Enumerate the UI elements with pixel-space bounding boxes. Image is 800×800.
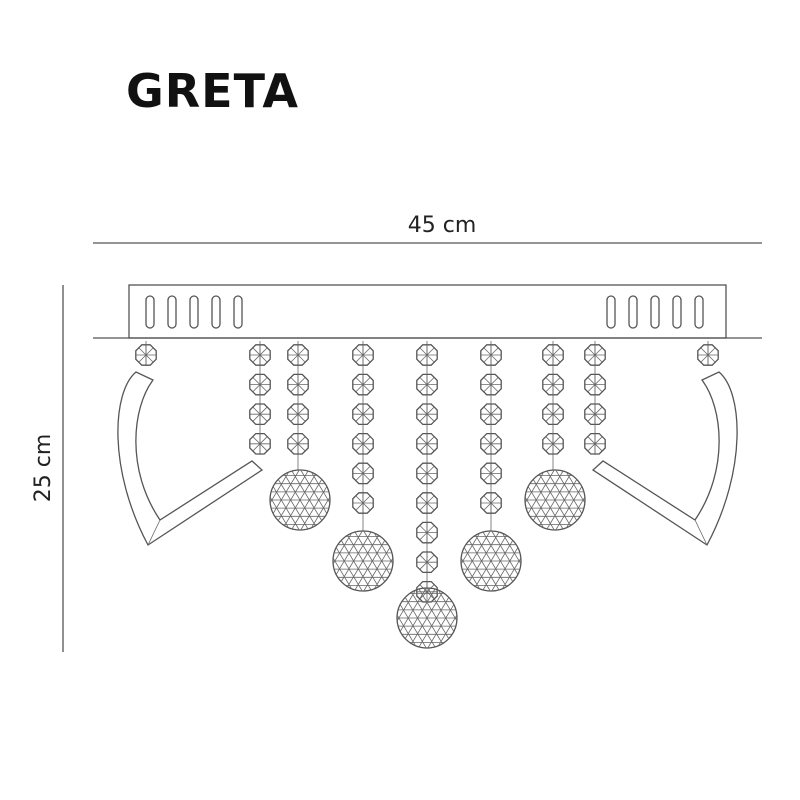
crystal-bead	[416, 373, 438, 396]
crystal-bead	[135, 344, 157, 366]
crystal-bead	[249, 432, 271, 455]
crystal-strand	[269, 341, 331, 531]
crystal-ball	[269, 469, 331, 531]
crystal-bead	[416, 492, 438, 514]
crystal-bead	[542, 403, 564, 426]
crystal-ball	[524, 469, 586, 531]
canopy-slot	[606, 295, 616, 329]
canopy-slot	[211, 295, 221, 329]
crystal-bead	[480, 344, 502, 366]
height-label: 25 cm	[31, 434, 56, 503]
canopy	[93, 284, 762, 339]
crystal-bead	[480, 403, 502, 426]
crystal-bead	[287, 373, 309, 396]
crystal-strand	[135, 341, 157, 366]
crystal-bead	[416, 462, 438, 485]
crystal-bead	[480, 432, 502, 455]
crystal-strand	[524, 341, 586, 531]
canopy-slot	[189, 295, 199, 329]
crystal-bead	[480, 373, 502, 396]
crystal-bead	[352, 403, 374, 426]
crystal-bead	[697, 344, 719, 366]
crystal-bead	[287, 432, 309, 455]
crystal-bead	[416, 344, 438, 366]
canopy-slot	[650, 295, 660, 329]
crystal-bead	[416, 521, 438, 544]
crystal-bead	[416, 432, 438, 455]
crystal-bead	[584, 432, 606, 455]
crystal-bead	[352, 462, 374, 485]
height-dimension: 25 cm	[31, 285, 64, 652]
crystal-bead	[584, 403, 606, 426]
crystal-strand	[584, 341, 606, 455]
canopy-slot	[672, 295, 682, 329]
canopy-slot	[233, 295, 243, 329]
canopy-slot	[694, 295, 704, 329]
right-arm	[591, 371, 738, 546]
width-dimension: 45 cm	[93, 213, 762, 244]
canopy-slots	[145, 295, 704, 329]
crystal-bead	[352, 492, 374, 514]
canopy-slot	[145, 295, 155, 329]
crystal-bead	[584, 344, 606, 366]
canopy-slot	[628, 295, 638, 329]
crystal-bead	[416, 551, 438, 574]
crystal-bead	[542, 344, 564, 366]
canopy-slot	[167, 295, 177, 329]
crystal-strand	[332, 341, 394, 592]
crystal-bead	[352, 344, 374, 366]
crystal-strand	[396, 341, 458, 649]
width-label: 45 cm	[408, 213, 477, 238]
crystal-strands	[135, 341, 719, 649]
crystal-bead	[416, 403, 438, 426]
crystal-bead	[584, 373, 606, 396]
crystal-bead	[542, 432, 564, 455]
crystal-ball	[332, 530, 394, 592]
crystal-strand	[249, 341, 271, 455]
product-title: GRETA	[126, 64, 300, 118]
crystal-bead	[480, 462, 502, 485]
crystal-bead	[249, 403, 271, 426]
crystal-strand	[460, 341, 522, 592]
crystal-bead	[352, 432, 374, 455]
crystal-bead	[249, 344, 271, 366]
crystal-bead	[249, 373, 271, 396]
crystal-bead	[542, 373, 564, 396]
crystal-bead	[287, 403, 309, 426]
crystal-bead	[480, 492, 502, 514]
crystal-bead	[352, 373, 374, 396]
crystal-bead	[287, 344, 309, 366]
crystal-strand	[697, 341, 719, 366]
crystal-ball	[460, 530, 522, 592]
left-arm	[117, 371, 264, 546]
